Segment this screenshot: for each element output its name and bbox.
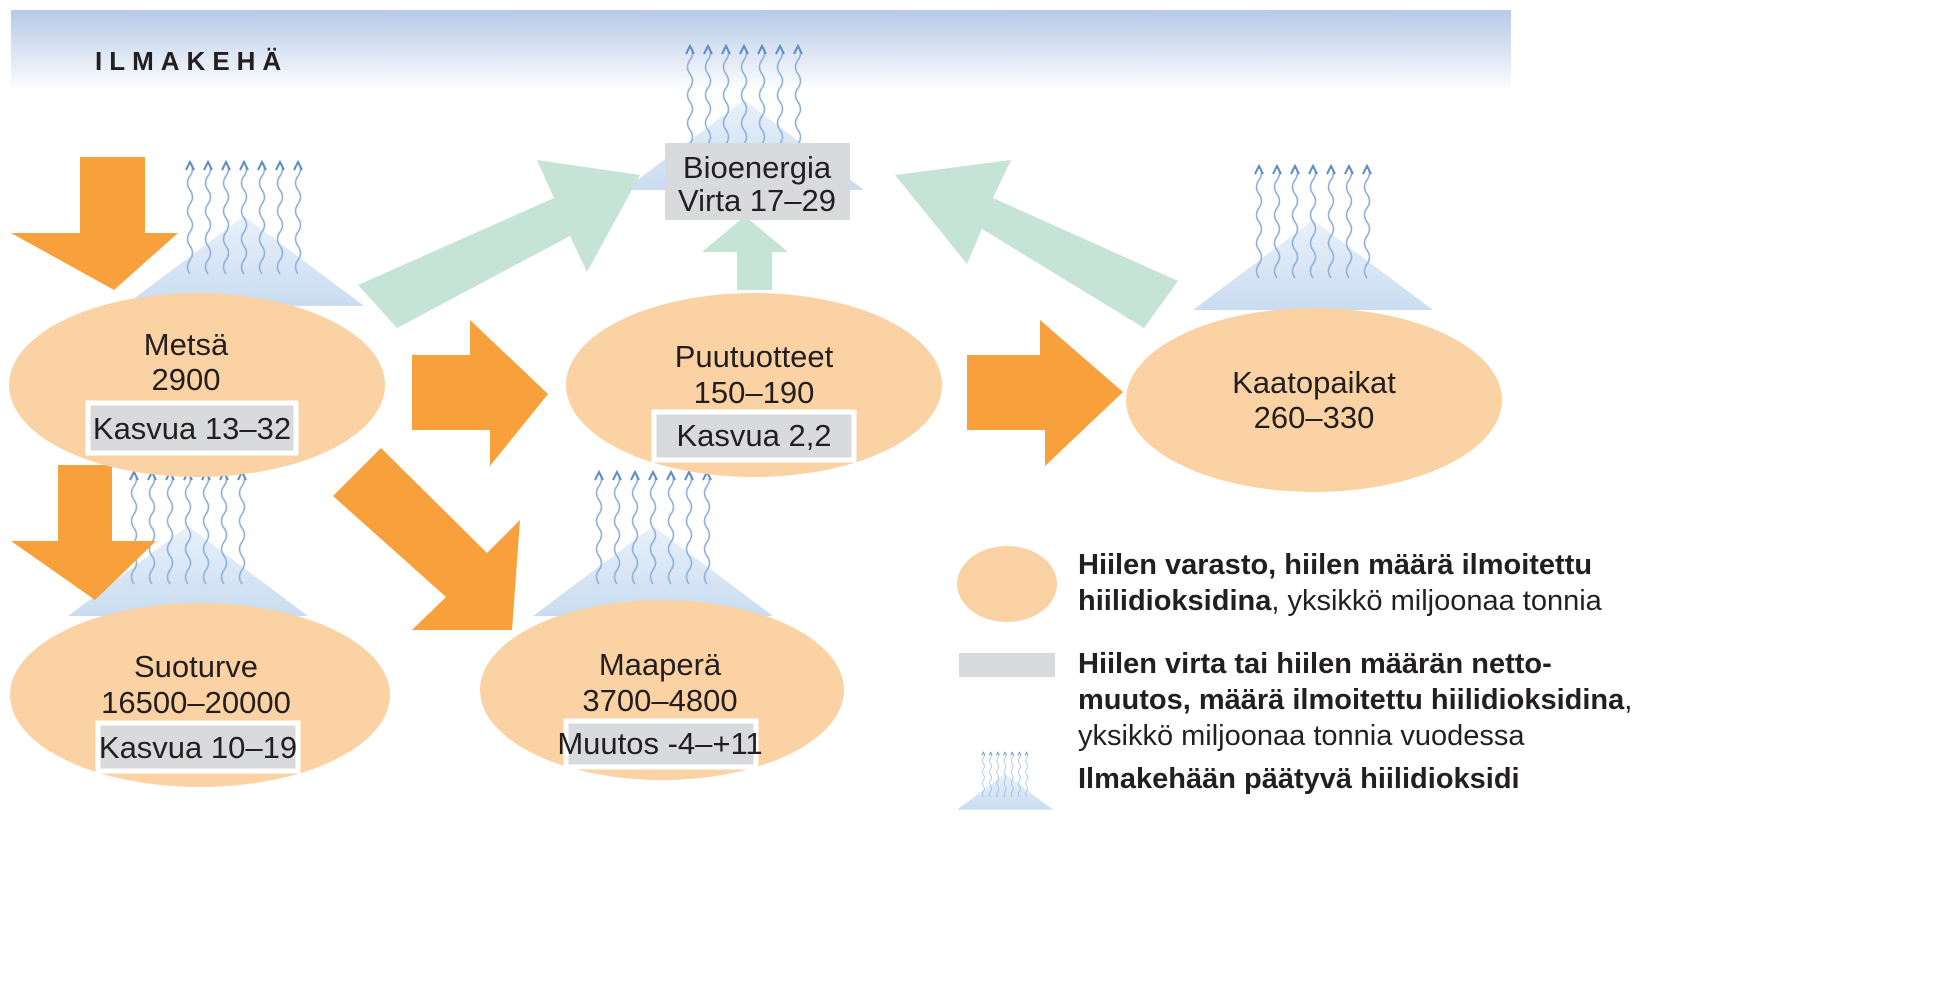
storage-soil-amount: 3700–4800 [582, 683, 737, 718]
storage-wood-products: Puutuotteet 150–190 Kasvua 2,2 [566, 293, 942, 477]
legend-emission-text: Ilmakehään päätyvä hiilidioksidi [1078, 763, 1520, 795]
storage-peat-name: Suoturve [134, 649, 258, 684]
arrow-products-to-landfills [967, 320, 1123, 466]
storage-forest-change: Kasvua 13–32 [93, 411, 291, 446]
storage-peat-change: Kasvua 10–19 [99, 730, 297, 765]
bioenergy-box [665, 143, 850, 220]
emission-icon-landfills [1192, 165, 1434, 311]
legend-emission-symbol [956, 751, 1054, 811]
arrow-forest-to-bioenergy [358, 160, 640, 328]
arrow-landfills-to-bioenergy [895, 160, 1178, 328]
legend-flow-symbol [959, 653, 1055, 677]
storage-landfills-amount: 260–330 [1254, 400, 1375, 435]
atmosphere-band [11, 10, 1511, 92]
legend-storage-symbol [957, 546, 1057, 622]
emission-icon-soil [532, 471, 774, 617]
atmosphere-title: ILMAKEHÄ [95, 46, 288, 76]
storage-peat-amount: 16500–20000 [101, 685, 291, 720]
storage-forest-name: Metsä [144, 327, 229, 362]
storage-soil: Maaperä 3700–4800 Muutos -4–+11 [480, 600, 844, 780]
storage-soil-name: Maaperä [599, 647, 722, 682]
bioenergy-label: Bioenergia [683, 150, 832, 185]
storage-wood-products-amount: 150–190 [694, 375, 815, 410]
storage-soil-change: Muutos -4–+11 [557, 726, 762, 761]
legend-flow-text: Hiilen virta tai hiilen määrän netto- mu… [1078, 648, 1640, 752]
arrow-forest-to-products [412, 320, 548, 466]
bioenergy-flow: Virta 17–29 [678, 183, 836, 218]
storage-landfills-name: Kaatopaikat [1232, 365, 1396, 400]
arrow-products-to-bioenergy [702, 216, 788, 290]
legend: Hiilen varasto, hiilen määrä ilmoitettu … [956, 546, 1640, 811]
arrow-atmosphere-to-forest [11, 157, 178, 290]
arrow-forest-to-peat [11, 465, 156, 600]
storage-forest: Metsä 2900 Kasvua 13–32 [9, 293, 385, 477]
arrow-forest-to-soil [333, 448, 520, 630]
storage-wood-products-name: Puutuotteet [675, 339, 834, 374]
storage-peat: Suoturve 16500–20000 Kasvua 10–19 [10, 603, 390, 787]
legend-storage-text: Hiilen varasto, hiilen määrä ilmoitettu … [1078, 549, 1603, 617]
storage-landfills: Kaatopaikat 260–330 [1126, 308, 1502, 492]
storage-wood-products-change: Kasvua 2,2 [676, 418, 831, 453]
storage-forest-amount: 2900 [152, 362, 221, 397]
